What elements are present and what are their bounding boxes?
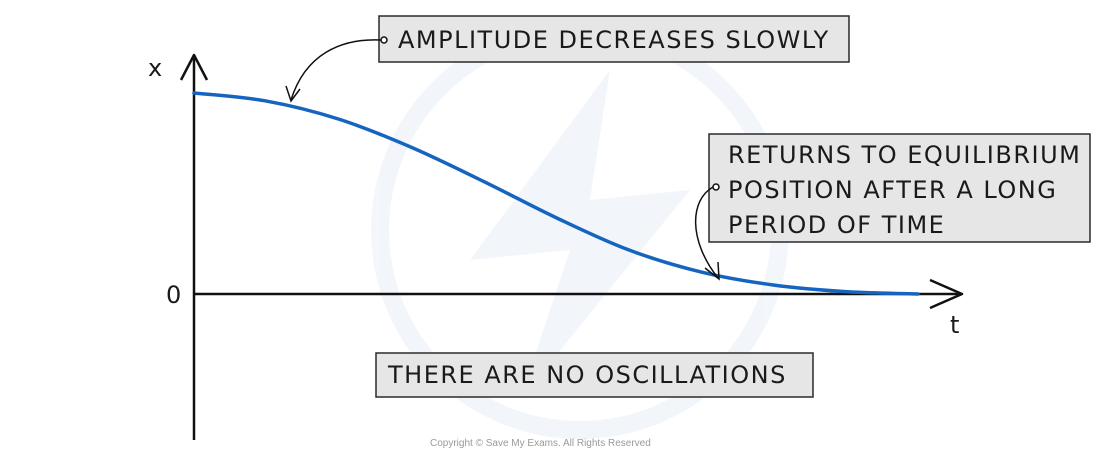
x-axis-label: t [950,311,959,339]
pointer-arrow [290,39,382,101]
pointer-arrow [694,186,719,279]
copyright-notice: Copyright © Save My Exams. All Rights Re… [430,438,651,449]
axes: x t 0 [148,53,964,440]
annotation-box [708,133,1091,243]
y-axis-arrowhead [179,53,209,81]
origin-label: 0 [166,281,181,309]
annotation-box [375,352,814,398]
annotation-text: PERIOD OF TIME [728,211,945,239]
y-axis-label: x [148,54,162,82]
annotation-amplitude: AMPLITUDE DECREASES SLOWLY [285,15,850,103]
pointer-arrowhead [285,85,301,103]
x-axis-arrowhead [929,278,964,310]
annotation-no-oscillations: THERE ARE NO OSCILLATIONS [375,352,814,398]
pointer-dot [712,183,720,191]
pointer-arrowhead [704,261,720,281]
annotation-returns: RETURNS TO EQUILIBRIUM POSITION AFTER A … [694,133,1091,281]
annotation-box [378,15,850,63]
annotation-text: RETURNS TO EQUILIBRIUM [728,141,1081,169]
annotation-text: POSITION AFTER A LONG [728,176,1057,204]
series-layer [192,91,920,296]
pointer-dot [380,36,388,44]
annotation-text: THERE ARE NO OSCILLATIONS [387,361,787,389]
annotation-text: AMPLITUDE DECREASES SLOWLY [398,26,830,54]
series-line [192,91,920,296]
